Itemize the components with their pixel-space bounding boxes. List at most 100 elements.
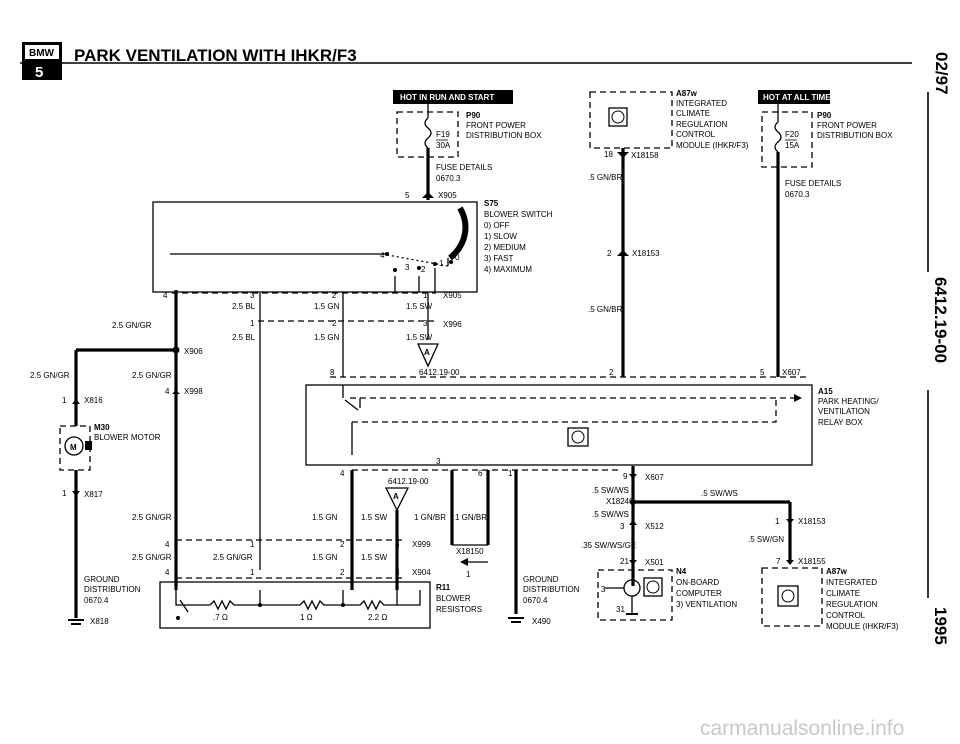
switch-pos-1: 1) SLOW: [484, 232, 517, 241]
relay-line1: PARK HEATING/: [818, 397, 879, 406]
ground-x818-icon: [68, 619, 84, 625]
series-number: 5: [35, 64, 43, 81]
ihkr-top-line2: CLIMATE: [676, 109, 710, 118]
x607-bottom: X607: [645, 473, 664, 482]
wire-25gngr-e: 2.5 GN/GR: [132, 553, 172, 562]
fuse-box-id-right: P90: [817, 111, 832, 120]
blower-switch-s75: 4 3 2 1 0: [152, 201, 478, 293]
wire-25gngr-a: 2.5 GN/GR: [112, 321, 152, 330]
wire-15sw-3: 1.5 SW: [361, 513, 388, 522]
hot-all-times-badge: [758, 90, 830, 104]
obc-line1: ON-BOARD: [676, 578, 719, 587]
x904-pin-1: 1: [250, 568, 255, 577]
x905-pin-1: 1: [423, 291, 428, 300]
ground-right-ref: 0670.4: [523, 596, 548, 605]
fuse-box-line1-left: FRONT POWER: [466, 121, 526, 130]
wire-5swws-2: .5 SW/WS: [701, 489, 738, 498]
wire-5swgn: .5 SW/GN: [748, 535, 784, 544]
x607-top: X607: [782, 368, 801, 377]
x996-pin-3: 3: [423, 319, 428, 328]
motor-symbol: M: [70, 443, 77, 452]
x490-connector: X490: [532, 617, 551, 626]
obc-pin-31: 31: [616, 605, 625, 614]
x18153-pin: 1: [775, 517, 780, 526]
resistor-val-3: 2.2 Ω: [368, 613, 387, 622]
ihkr-top-pin: 18: [604, 150, 613, 159]
switch-pos-2: 2) MEDIUM: [484, 243, 526, 252]
x999-pin-4: 4: [165, 540, 170, 549]
wire-15sw-1: 1.5 SW: [406, 302, 433, 311]
ihkr-bottom-line5: MODULE (IHKR/F3): [826, 622, 899, 631]
x501-connector: X501: [645, 558, 664, 567]
fuse-details-left: FUSE DETAILS: [436, 163, 492, 172]
blower-resistors-r11: .7 Ω 1 Ω 2.2 Ω: [159, 581, 431, 629]
lower-pin-4: 4: [340, 469, 345, 478]
wire-5swws-1: .5 SW/WS: [592, 486, 629, 495]
x998-pin: 4: [165, 387, 170, 396]
x512-pin-3: 3: [620, 522, 625, 531]
switch-connector: X905: [438, 191, 457, 200]
wire-5swws-3: .5 SW/WS: [592, 510, 629, 519]
ground-x490-icon: [508, 617, 524, 623]
a15-pin-2: 2: [609, 368, 614, 377]
x999-pin-1: 1: [250, 540, 255, 549]
blower-motor-m30: M: [59, 425, 92, 471]
wire-label-5gnbr-1: .5 GN/BR: [588, 173, 622, 182]
x905-pin-2: 2: [332, 291, 337, 300]
switch-contact-4: 4: [380, 251, 385, 260]
switch-contact-3: 3: [405, 263, 410, 272]
a15-pin-8: 8: [330, 368, 335, 377]
x996-connector: X996: [443, 320, 462, 329]
obc-line3: 3) VENTILATION: [676, 600, 737, 609]
resistor-val-1: .7 Ω: [213, 613, 228, 622]
x18153-top: X18153: [632, 249, 660, 258]
ground-right-1: GROUND: [523, 575, 559, 584]
ground-left-2: DISTRIBUTION: [84, 585, 141, 594]
switch-pos-3: 3) FAST: [484, 254, 513, 263]
resistor-id: R11: [436, 583, 451, 592]
ihkr-bottom-id: A87w: [826, 567, 848, 576]
fuse-box-line2-left: DISTRIBUTION BOX: [466, 131, 542, 140]
fuse-details-right: FUSE DETAILS: [785, 179, 841, 188]
wire-25gngr-c: 2.5 GN/GR: [132, 371, 172, 380]
side-doc-number: 6412.19-00: [931, 277, 950, 363]
ihkr-top-line5: MODULE (IHKR/F3): [676, 141, 749, 150]
switch-pos-0: 0) OFF: [484, 221, 509, 230]
x18240-connector: X18240: [606, 497, 634, 506]
fuse-details-ref-left: 0670.3: [436, 174, 461, 183]
lower-pin-1: 1: [508, 469, 513, 478]
pin-2-x18153: 2: [607, 249, 612, 258]
x905-pin-4: 4: [163, 291, 168, 300]
relay-box-a15: [305, 384, 813, 466]
ref-a-top: A: [424, 348, 430, 357]
obc-id: N4: [676, 567, 687, 576]
x18150-connector: X18150: [456, 547, 484, 556]
x18150-pin-1: 1: [466, 570, 471, 579]
ihkr-bottom-line2: CLIMATE: [826, 589, 860, 598]
x818-connector: X818: [90, 617, 109, 626]
fuse-box-id-left: P90: [466, 111, 481, 120]
hot-all-times-label: HOT AT ALL TIMES: [763, 93, 837, 102]
x905-pin-3: 3: [250, 291, 255, 300]
fuse-box-line1-right: FRONT POWER: [817, 121, 877, 130]
wire-1gnbr-2: 1 GN/BR: [455, 513, 487, 522]
switch-contact-2: 2: [421, 265, 426, 274]
motor-name: BLOWER MOTOR: [94, 433, 161, 442]
lower-pin-3: 3: [436, 457, 441, 466]
lower-ref-doc: 6412.19-00: [388, 477, 429, 486]
obc-pin-3: 3: [601, 585, 606, 594]
wire-15gn-3: 1.5 GN: [312, 513, 338, 522]
wire-1gnbr-1: 1 GN/BR: [414, 513, 446, 522]
x904-connector: X904: [412, 568, 431, 577]
hot-run-start-badge: [393, 90, 513, 104]
fuse-box-line2-right: DISTRIBUTION BOX: [817, 131, 893, 140]
x999-connector: X999: [412, 540, 431, 549]
ref-arrow-a-bottom: [384, 487, 410, 512]
relay-line2: VENTILATION: [818, 407, 870, 416]
wire-15gn-4: 1.5 GN: [312, 553, 338, 562]
wire-15sw-2: 1.5 SW: [406, 333, 433, 342]
ground-right-2: DISTRIBUTION: [523, 585, 580, 594]
wire-35swwsge: .35 SW/WS/GE: [581, 541, 636, 550]
fuse-f19: F19 30A: [396, 104, 459, 200]
